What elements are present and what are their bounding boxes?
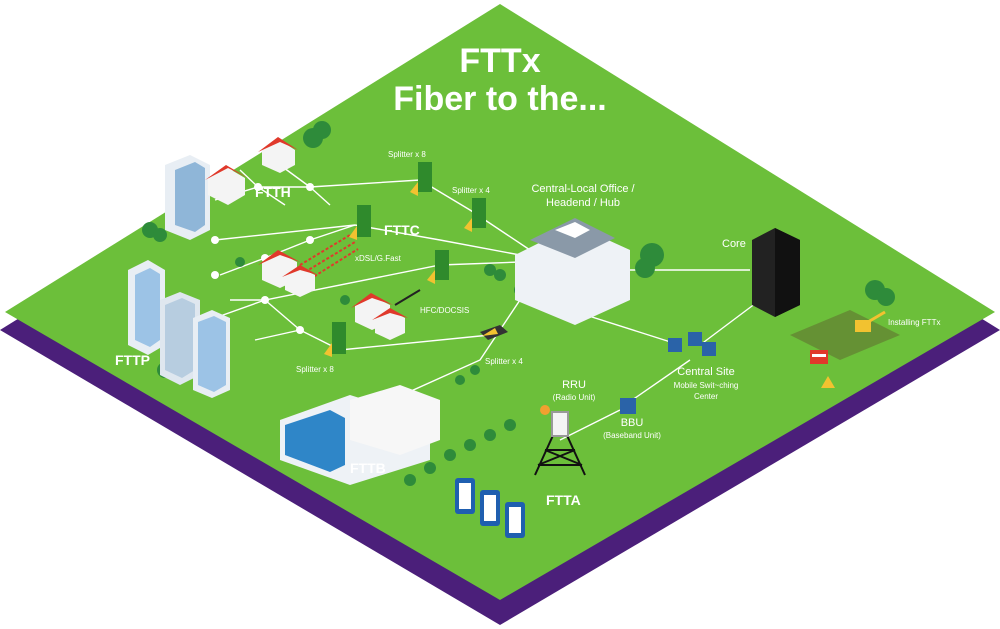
central-site-block	[688, 332, 702, 346]
ftth-cluster	[165, 137, 298, 240]
label-splitter-4-bottom: Splitter x 4	[485, 357, 523, 366]
board-top	[5, 4, 995, 600]
label-central-office-line1: Central-Local Office /	[531, 183, 635, 195]
label-msc-line1: Mobile Swit~ching	[673, 381, 739, 390]
label-splitter-8-bottom: Splitter x 8	[296, 365, 334, 374]
label-bbu: BBU	[620, 417, 644, 429]
central-site-block	[702, 342, 716, 356]
central-office-building	[515, 218, 630, 325]
diagram-title-line1: FTTx	[459, 42, 541, 80]
tree-icon	[865, 280, 895, 306]
tree-icon	[303, 121, 331, 148]
tree-icon	[142, 222, 167, 242]
central-site-equipment	[620, 332, 716, 414]
node	[306, 183, 314, 191]
warning-sign-icon	[821, 376, 835, 388]
mobile-phone-icon	[480, 490, 500, 526]
label-fttp: FTTP	[115, 352, 150, 368]
central-site-block	[668, 338, 682, 352]
hfc-houses	[351, 293, 408, 340]
label-central-site: Central Site	[677, 366, 735, 378]
copper-links	[299, 234, 359, 280]
label-ftta: FTTA	[546, 492, 581, 508]
diagram-title-line2: Fiber to the...	[393, 80, 607, 118]
tree-icon	[635, 243, 664, 278]
splitter-box-icon	[464, 198, 486, 232]
mobile-phone-icon	[505, 502, 525, 538]
label-ftth: FTTH	[255, 184, 291, 200]
apartment-building-icon	[128, 260, 165, 355]
rru-marker	[540, 405, 550, 415]
bbu-block	[620, 398, 636, 414]
fttc-houses	[258, 250, 318, 297]
label-hfc: HFC/DOCSIS	[420, 306, 470, 315]
node	[254, 183, 262, 191]
tree-icon	[404, 419, 516, 486]
splitter-box-icon	[410, 162, 432, 196]
mobile-phone-icon	[455, 478, 475, 514]
excavator-icon	[855, 310, 886, 332]
coax-link	[394, 289, 421, 306]
house-icon	[282, 265, 318, 297]
node	[211, 236, 219, 244]
server-rack-icon	[752, 228, 800, 317]
node	[296, 326, 304, 334]
splitters	[324, 162, 508, 357]
house-icon	[205, 165, 248, 205]
mobile-phones	[455, 478, 525, 538]
apartment-building-icon	[160, 292, 200, 385]
label-splitter-8-top: Splitter x 8	[388, 150, 426, 159]
label-fttc: FTTC	[384, 222, 420, 238]
label-bbu-sub: (Baseband Unit)	[603, 431, 661, 440]
apartment-building-icon	[193, 310, 230, 398]
label-installing-fttx: Installing FTTx	[888, 318, 941, 327]
house-icon	[258, 137, 298, 173]
barrier-icon	[810, 350, 828, 364]
splitter-box-icon	[427, 250, 449, 284]
fttp-buildings	[128, 260, 230, 398]
label-fttb: FTTB	[350, 460, 386, 476]
label-rru-sub: (Radio Unit)	[552, 393, 596, 402]
fttb-office-building	[280, 385, 440, 485]
cell-tower-icon	[534, 411, 586, 476]
node	[261, 296, 269, 304]
label-xdsl: xDSL/G.Fast	[355, 254, 401, 263]
node	[306, 236, 314, 244]
label-msc-line2: Center	[693, 392, 719, 401]
label-core: Core	[722, 238, 746, 250]
apartment-building-icon	[165, 155, 210, 240]
tree-icon	[455, 365, 480, 385]
tree-icon	[235, 257, 350, 305]
fiber-lines	[194, 164, 761, 441]
splitter-box-icon	[324, 322, 346, 357]
label-splitter-4-top: Splitter x 4	[452, 186, 490, 195]
construction-site	[790, 310, 900, 388]
house-icon	[372, 308, 408, 340]
splitter-box-icon	[349, 205, 371, 240]
network-nodes	[211, 183, 384, 409]
splitter-box-icon	[480, 325, 508, 340]
node	[211, 271, 219, 279]
label-central-office-line2: Headend / Hub	[546, 197, 620, 209]
label-rru: RRU	[562, 379, 586, 391]
